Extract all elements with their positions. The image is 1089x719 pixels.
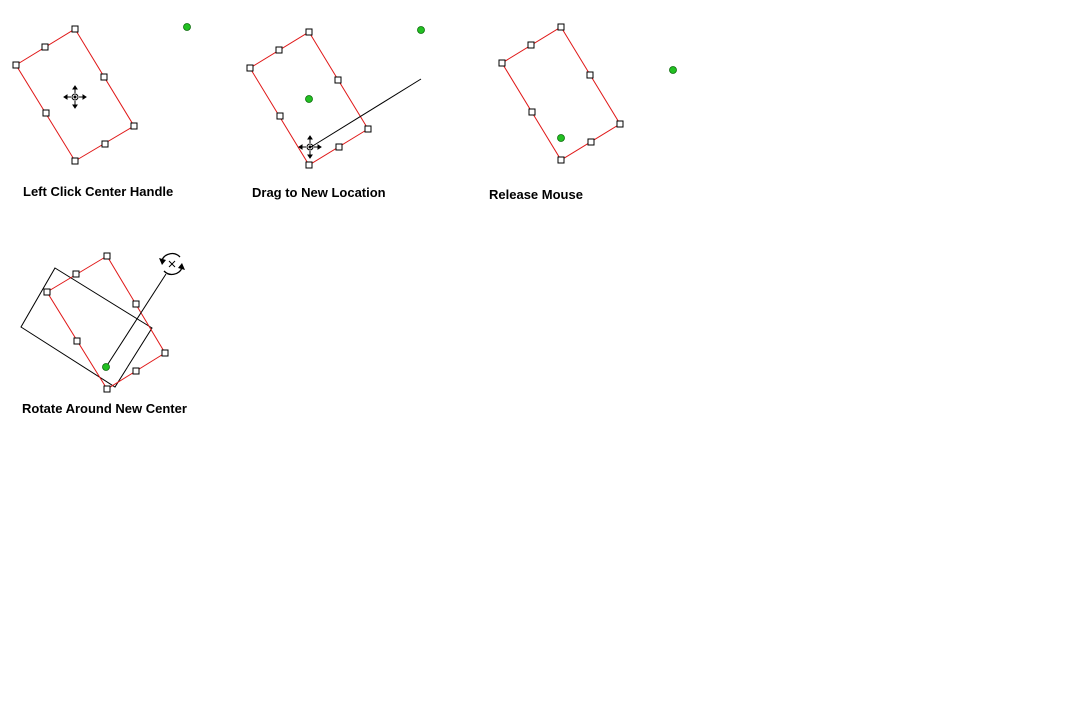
resize-handle-icon[interactable] (305, 28, 313, 36)
resize-handle-icon[interactable] (161, 349, 169, 357)
resize-handle-icon[interactable] (73, 337, 81, 345)
resize-handle-icon[interactable] (132, 367, 140, 375)
step-3-caption: Release Mouse (489, 187, 583, 202)
resize-handle-icon[interactable] (72, 270, 80, 278)
resize-handles[interactable] (43, 252, 169, 393)
resize-handle-icon[interactable] (335, 143, 343, 151)
resize-handle-icon[interactable] (587, 138, 595, 146)
center-pivot-icon[interactable] (305, 95, 313, 103)
resize-handle-icon[interactable] (275, 46, 283, 54)
rotation-pivot-icon[interactable] (183, 23, 191, 31)
resize-handle-icon[interactable] (12, 61, 20, 69)
resize-handle-icon[interactable] (364, 125, 372, 133)
rotate-cursor-icon[interactable] (159, 252, 185, 276)
rotation-guide-line (105, 273, 167, 368)
step-4-caption: Rotate Around New Center (22, 401, 187, 416)
step-1-figure (12, 23, 191, 165)
step-1-caption: Left Click Center Handle (23, 184, 174, 199)
resize-handle-icon[interactable] (41, 43, 49, 51)
resize-handle-icon[interactable] (130, 122, 138, 130)
resize-handle-icon[interactable] (276, 112, 284, 120)
resize-handle-icon[interactable] (103, 385, 111, 393)
resize-handle-icon[interactable] (246, 64, 254, 72)
rotation-pivot-icon[interactable] (417, 26, 425, 34)
resize-handle-icon[interactable] (100, 73, 108, 81)
move-cursor-icon[interactable] (298, 135, 322, 159)
drag-guide-line (310, 78, 422, 148)
resize-handle-icon[interactable] (71, 25, 79, 33)
resize-handle-icon[interactable] (334, 76, 342, 84)
center-pivot-icon[interactable] (557, 134, 565, 142)
center-pivot-icon[interactable] (102, 363, 110, 371)
rotation-ghost-outline (20, 267, 153, 388)
resize-handles[interactable] (498, 23, 624, 164)
step-3-figure (498, 23, 677, 164)
resize-handle-icon[interactable] (71, 157, 79, 165)
step-4-figure (20, 252, 185, 393)
resize-handle-icon[interactable] (557, 23, 565, 31)
resize-handle-icon[interactable] (101, 140, 109, 148)
resize-handle-icon[interactable] (498, 59, 506, 67)
resize-handle-icon[interactable] (43, 288, 51, 296)
resize-handle-icon[interactable] (42, 109, 50, 117)
resize-handle-icon[interactable] (103, 252, 111, 260)
resize-handles[interactable] (12, 25, 138, 165)
resize-handle-icon[interactable] (586, 71, 594, 79)
move-cursor-icon[interactable] (63, 85, 87, 109)
step-2-figure (246, 26, 425, 169)
selected-shape-outline (15, 28, 135, 162)
resize-handles[interactable] (246, 28, 372, 169)
resize-handle-icon[interactable] (527, 41, 535, 49)
resize-handle-icon[interactable] (557, 156, 565, 164)
resize-handle-icon[interactable] (132, 300, 140, 308)
resize-handle-icon[interactable] (528, 108, 536, 116)
resize-handle-icon[interactable] (305, 161, 313, 169)
resize-handle-icon[interactable] (616, 120, 624, 128)
rotation-pivot-icon[interactable] (669, 66, 677, 74)
step-2-caption: Drag to New Location (252, 185, 386, 200)
